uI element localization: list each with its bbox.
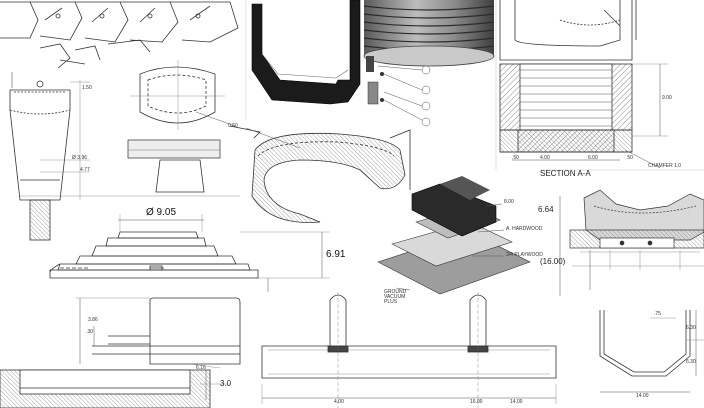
dome-dim-diameter: Ø 9.05 (146, 207, 177, 218)
vee-dim-side1: 6.30 (686, 325, 696, 331)
layer-stack-exploded (377, 176, 531, 295)
section-view-drawing (499, 0, 668, 169)
flat-pattern-drawing (0, 1, 239, 69)
channel-bracket-3d (251, 0, 361, 105)
round-bracket-drawing (127, 60, 236, 193)
curved-bracket-drawing (229, 125, 411, 223)
base-dim: 3.0 (220, 379, 232, 388)
right-assembly-drawing (559, 189, 704, 296)
vee-dim-side2: 6.30 (686, 359, 696, 365)
pedestal-dim-top: 3.86 (88, 317, 98, 323)
ring-dim-diameter: Ø 3.96 (72, 155, 88, 161)
bracket-callout: 0.60 (228, 123, 238, 129)
section-dim-height: 9.00 (662, 95, 672, 101)
section-dim-w4: .50 (626, 155, 633, 161)
base-section-drawing (0, 369, 230, 408)
section-dim-w3: .50 (512, 155, 519, 161)
tray-dim-right: 14.00 (510, 399, 523, 405)
cylinder-3d-exploded (363, 0, 495, 127)
ring-dim-top: 1.50 (82, 85, 92, 91)
layer-label-mid: A. HARDWOOD (506, 226, 543, 232)
pedestal-dim-mid: .30 (86, 329, 93, 335)
panel-dividers (245, 0, 704, 171)
tray-elevation-drawing (261, 292, 557, 408)
section-dim-w1: 4.00 (540, 155, 550, 161)
dome-elevation-drawing (20, 195, 330, 292)
ring-dim-small: 4.77 (80, 167, 90, 173)
pedestal-drawing (76, 297, 241, 369)
assembly-dim-left: 6.64 (538, 205, 554, 214)
ring-detail-drawing (9, 72, 90, 241)
section-title: SECTION A-A (540, 169, 591, 178)
section-callout: CHAMFER 1.0 (648, 163, 682, 169)
vee-dim-bottom: 14.00 (636, 393, 649, 399)
tray-dim-mid: 16.00 (470, 399, 483, 405)
vee-dim-top: .75 (654, 311, 661, 317)
tray-dim-left: 4.00 (334, 399, 344, 405)
pedestal-dim-side: 6.16 (196, 365, 206, 371)
assembly-dim-right: (16.00) (540, 257, 566, 266)
layer-label-base: GROUND VACUUM PLUS (384, 289, 407, 305)
layer-label-top: 8.00 (504, 199, 514, 205)
section-dim-w2: 6.00 (588, 155, 598, 161)
dome-dim-height: 6.91 (326, 249, 346, 260)
layer-label-low: 3/4 PLAYWOOD (506, 252, 543, 258)
vee-bracket-drawing (599, 310, 704, 393)
